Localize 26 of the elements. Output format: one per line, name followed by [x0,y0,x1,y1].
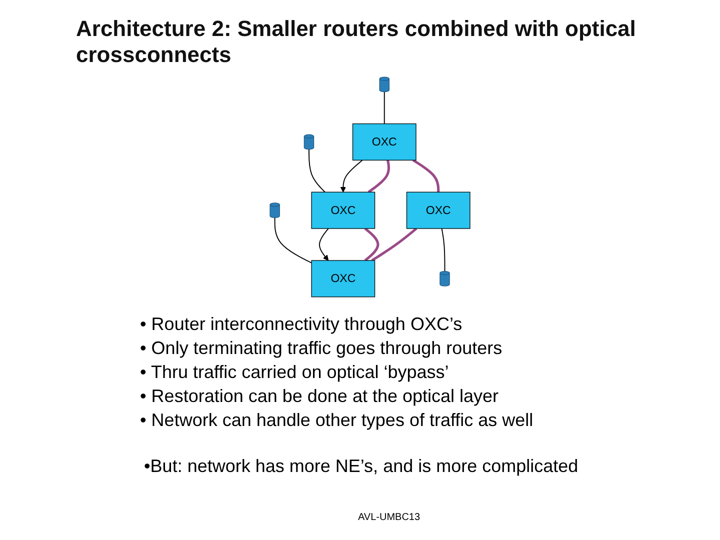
node-box: OXC [311,192,376,229]
node-cylinder [440,271,450,286]
node-cylinder [304,134,314,150]
footer-text: AVL-UMBC13 [358,512,420,523]
bullet-text: • Network can handle other types of traffic as well [140,409,534,432]
bullet-text: • Thru traffic carried on optical ‘bypass’ [140,361,450,384]
connector [441,228,446,272]
connector [384,91,385,124]
node-cylinder [270,202,280,218]
note-text: •But: network has more NE’s, and is more complicated [144,456,578,477]
node-box: OXC [352,123,416,160]
node-box: OXC [406,192,470,229]
bullet-text: • Restoration can be done at the optical layer [140,385,500,408]
connector [368,160,390,194]
arrow [340,160,363,192]
bullet-text: • Router interconnectivity through OXC’s [140,313,464,336]
connector [308,148,326,193]
connector [364,228,380,262]
arrow [318,228,329,261]
connector [371,228,418,262]
bullet-text: • Only terminating traffic goes through routers [140,337,504,360]
connector [274,217,312,264]
slide-title: Architecture 2: Smaller routers combined with optical crossconnects [76,16,637,68]
node-cylinder [379,76,390,92]
connector [412,159,440,192]
node-box: OXC [311,260,376,298]
